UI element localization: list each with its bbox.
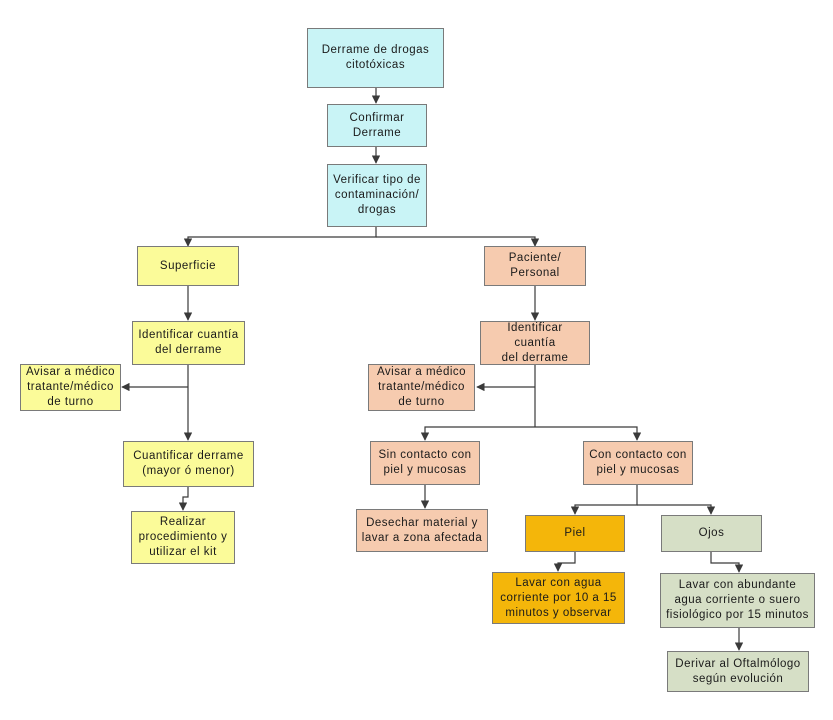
node-no-contact: Sin contacto con piel y mucosas xyxy=(370,441,480,485)
edge-contact-split xyxy=(570,485,638,515)
node-patient-staff: Paciente/ Personal xyxy=(484,246,586,286)
node-verify-contamination: Verificar tipo de contaminación/ drogas xyxy=(327,164,427,227)
node-notify-doctor-left: Avisar a médico tratante/médico de turno xyxy=(20,364,121,411)
edge-eyes-washeyes xyxy=(710,552,744,573)
node-wash-skin: Lavar con agua corriente por 10 a 15 min… xyxy=(492,572,625,624)
node-confirm-spill: Confirmar Derrame xyxy=(327,104,427,147)
node-drug-spill: Derrame de drogas citotóxicas xyxy=(307,28,444,88)
edge-quantify-procedure xyxy=(178,487,189,511)
edge-verify-split xyxy=(187,227,377,245)
node-quantify-spill: Cuantificar derrame (mayor ó menor) xyxy=(123,441,254,487)
node-discard-material: Desechar material y lavar a zona afectad… xyxy=(356,509,488,552)
node-perform-procedure: Realizar procedimiento y utilizar el kit xyxy=(131,511,235,564)
edge-trunk-contact xyxy=(535,426,642,441)
node-surface: Superficie xyxy=(137,246,239,286)
node-identify-amount-right: Identificar cuantía del derrame xyxy=(480,321,590,365)
node-identify-amount-left: Identificar cuantía del derrame xyxy=(132,321,245,365)
edge-contact-eyes xyxy=(637,504,716,515)
node-notify-doctor-right: Avisar a médico tratante/médico de turno xyxy=(368,364,475,411)
edge-skin-washskin xyxy=(553,552,576,572)
edge-split-patient xyxy=(376,236,540,247)
edge-trunk-nocontact xyxy=(420,426,535,441)
node-skin: Piel xyxy=(525,515,625,552)
node-wash-eyes: Lavar con abundante agua corriente o sue… xyxy=(660,573,815,628)
node-with-contact: Con contacto con piel y mucosas xyxy=(583,441,693,485)
node-eyes: Ojos xyxy=(661,515,762,552)
node-refer-ophthalmologist: Derivar al Oftalmólogo según evolución xyxy=(667,651,809,692)
